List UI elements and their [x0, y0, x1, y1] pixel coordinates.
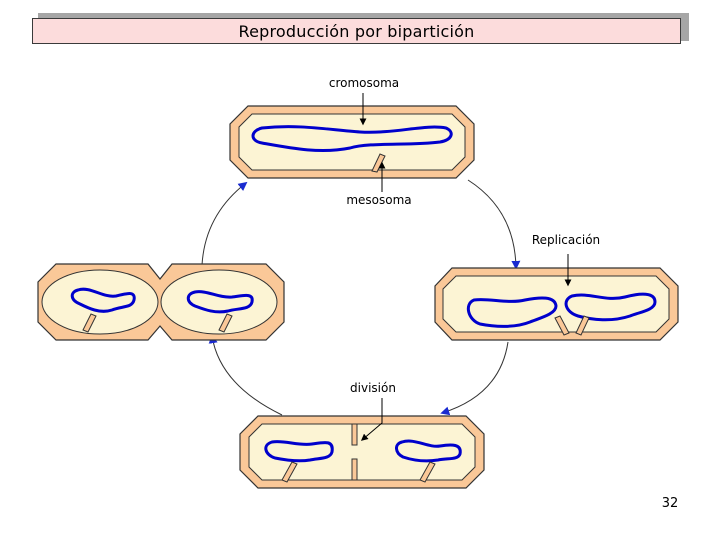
cromosoma-label: cromosoma: [329, 76, 399, 90]
title-box: Reproducción por bipartición: [32, 18, 681, 44]
page-title: Reproducción por bipartición: [238, 21, 475, 41]
cycle-arrow-bottom-right: [440, 341, 509, 416]
cell-right: [434, 267, 679, 341]
division-pointer: [360, 398, 383, 441]
cycle-arrow-top-left: [201, 181, 248, 266]
mesosoma-label: mesosoma: [346, 193, 411, 207]
page-number: 32: [661, 496, 679, 511]
division-label: división: [350, 381, 396, 395]
septum-bottom: [351, 458, 358, 481]
mesosome-left: [82, 313, 97, 333]
chromosome-left: [264, 440, 334, 463]
chromosome-right: [395, 439, 462, 463]
daughter-cell-right: [160, 269, 278, 335]
cell-bottom: [239, 415, 485, 489]
mesosome-right: [218, 313, 233, 333]
mesosome-left: [554, 315, 570, 336]
chromosome-left: [466, 296, 558, 328]
daughter-cell-left: [41, 269, 159, 335]
mesosome-right: [419, 461, 436, 483]
chromosome-right: [564, 292, 657, 322]
mesosome-left: [281, 461, 298, 483]
cytoplasm: [248, 423, 476, 481]
replicacion-label: Replicación: [532, 233, 600, 247]
pointer-arrows: [359, 93, 572, 441]
mesosome-right: [575, 315, 590, 336]
cycle-arrow-bottom-left: [208, 334, 283, 416]
cycle-arrow-top-right: [467, 179, 521, 270]
chromosome: [251, 125, 453, 153]
cycle-arrows: [201, 179, 521, 416]
cell-left-divided: [37, 263, 285, 341]
chromosome-left: [70, 287, 136, 313]
cell-top: [229, 105, 475, 179]
septum-top: [351, 423, 358, 446]
chromosome-right: [186, 290, 254, 314]
